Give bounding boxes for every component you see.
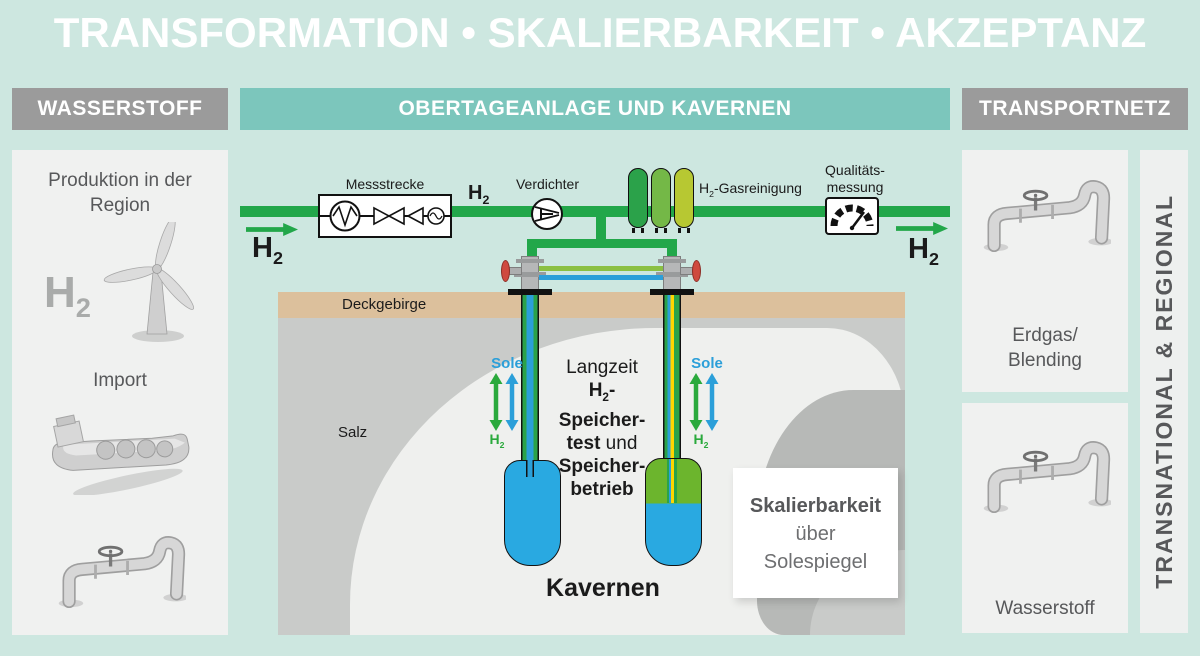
h2-mid-label: H2 — [468, 182, 490, 207]
h2-label-right-well: H2 — [693, 431, 709, 450]
wellhead-flange — [516, 259, 544, 263]
verdichter-label: Verdichter — [515, 176, 580, 192]
valve-icon — [406, 206, 424, 226]
storage-text-line3: Speicher- — [558, 409, 646, 431]
well-casing-right-tail — [667, 459, 677, 503]
wasserstoff-label: Wasserstoff — [995, 598, 1095, 619]
storage-test-text: Langzeit H2- Speicher- test und Speicher… — [534, 356, 670, 501]
gas-purification-column — [651, 168, 671, 233]
measuring-section-symbols — [320, 200, 450, 232]
pipeline-valve-icon — [979, 427, 1111, 517]
well-casing-right — [663, 295, 681, 467]
h2-main-pipe — [240, 206, 950, 217]
wellhead-arm — [508, 267, 522, 275]
pipeline-valve-icon — [979, 166, 1111, 256]
header-obertageanlage-label: OBERTAGEANLAGE UND KAVERNEN — [398, 97, 792, 120]
sole-double-arrow-icon — [505, 373, 519, 431]
well-casing-left — [521, 295, 539, 469]
deckgebirge-label: Deckgebirge — [342, 296, 427, 313]
cavern-left — [504, 460, 561, 566]
import-label: Import — [93, 370, 147, 391]
scalability-callout-box: Skalierbarkeit über Solespiegel — [733, 468, 898, 598]
gasreinigung-label: H2-Gasreinigung — [699, 180, 802, 199]
wind-turbine-icon — [103, 222, 194, 342]
pipeline-valve-icon — [54, 522, 186, 612]
wellhead-flange — [658, 259, 686, 263]
valve-icon — [387, 206, 405, 226]
gas-purification-column — [628, 168, 648, 233]
branch-pipe-drop-right — [667, 248, 677, 260]
panel-erdgas-blending: Erdgas/ Blending — [962, 150, 1128, 392]
kavernen-label: Kavernen — [546, 574, 660, 602]
sole-label-right: Sole — [691, 355, 723, 372]
header-transportnetz: TRANSPORTNETZ — [962, 88, 1188, 130]
storage-text-line4: test und — [566, 432, 638, 454]
storage-text-line2: H2- — [588, 380, 616, 404]
well-casing-left-tail — [526, 460, 534, 477]
storage-text-line6: betrieb — [570, 478, 634, 500]
messstrecke-box — [318, 194, 452, 238]
h2-in-label: H2 — [252, 232, 283, 268]
h2-double-arrow-icon — [689, 373, 703, 431]
qualitaetsmessung-label-line2: messung — [826, 178, 884, 195]
h2-double-arrow-icon — [489, 373, 503, 431]
storage-text-line5: Speicher- — [558, 455, 646, 477]
wellhead-base — [508, 289, 552, 295]
wellhead-base — [650, 289, 694, 295]
h2-label-left-well: H2 — [489, 431, 505, 450]
qualitaetsmessung-label: Qualitäts- messung — [811, 162, 899, 195]
branch-pipe-drop-left — [527, 248, 537, 260]
deckgebirge-layer — [278, 292, 905, 318]
valve-wheel-icon — [501, 260, 510, 282]
scalability-line2: über — [795, 523, 836, 545]
panel-wasserstoff-transport: Wasserstoff — [962, 403, 1128, 633]
storage-text-line1: Langzeit — [566, 357, 638, 378]
header-obertageanlage: OBERTAGEANLAGE UND KAVERNEN — [240, 88, 950, 130]
ship-icon — [52, 414, 190, 495]
valve-icon — [373, 206, 391, 226]
wellhead-flange — [656, 272, 688, 277]
header-wasserstoff: WASSERSTOFF — [12, 88, 228, 130]
sole-label-left: Sole — [491, 355, 523, 372]
strip-label: TRANSNATIONAL & REGIONAL — [1150, 194, 1177, 589]
compressor-icon — [531, 198, 563, 230]
messstrecke-label: Messstrecke — [345, 176, 425, 192]
qualitaetsmessung-label-line1: Qualitäts- — [825, 162, 885, 178]
sole-transfer-line — [539, 275, 663, 280]
gas-purification-column — [674, 168, 694, 233]
valve-wheel-icon — [692, 260, 701, 282]
h2-out-label: H2 — [908, 233, 939, 269]
production-label: Produktion in der Region — [48, 170, 192, 216]
erdgas-label-line2: Blending — [1008, 350, 1082, 371]
gauge-icon — [825, 197, 879, 235]
wellhead-flange — [514, 272, 546, 277]
salz-label: Salz — [338, 424, 368, 441]
page-title: TRANSFORMATION • SKALIERBARKEIT • AKZEPT… — [53, 9, 1147, 56]
scalability-line1: Skalierbarkeit — [749, 495, 882, 517]
panel-wasserstoff-sources: Produktion in der Region H2 Import — [12, 150, 228, 635]
erdgas-label-line1: Erdgas/ — [1012, 325, 1078, 346]
strip-transnational-regional: TRANSNATIONAL & REGIONAL — [1140, 150, 1188, 633]
h2-gray-label: H2 — [44, 268, 91, 323]
header-wasserstoff-label: WASSERSTOFF — [37, 97, 203, 120]
branch-pipe-vertical — [596, 217, 606, 240]
scalability-line3: Solespiegel — [763, 551, 868, 573]
sole-double-arrow-icon — [705, 373, 719, 431]
header-transportnetz-label: TRANSPORTNETZ — [979, 97, 1171, 120]
branch-pipe-manifold — [527, 239, 677, 248]
h2-transfer-line — [539, 266, 663, 271]
